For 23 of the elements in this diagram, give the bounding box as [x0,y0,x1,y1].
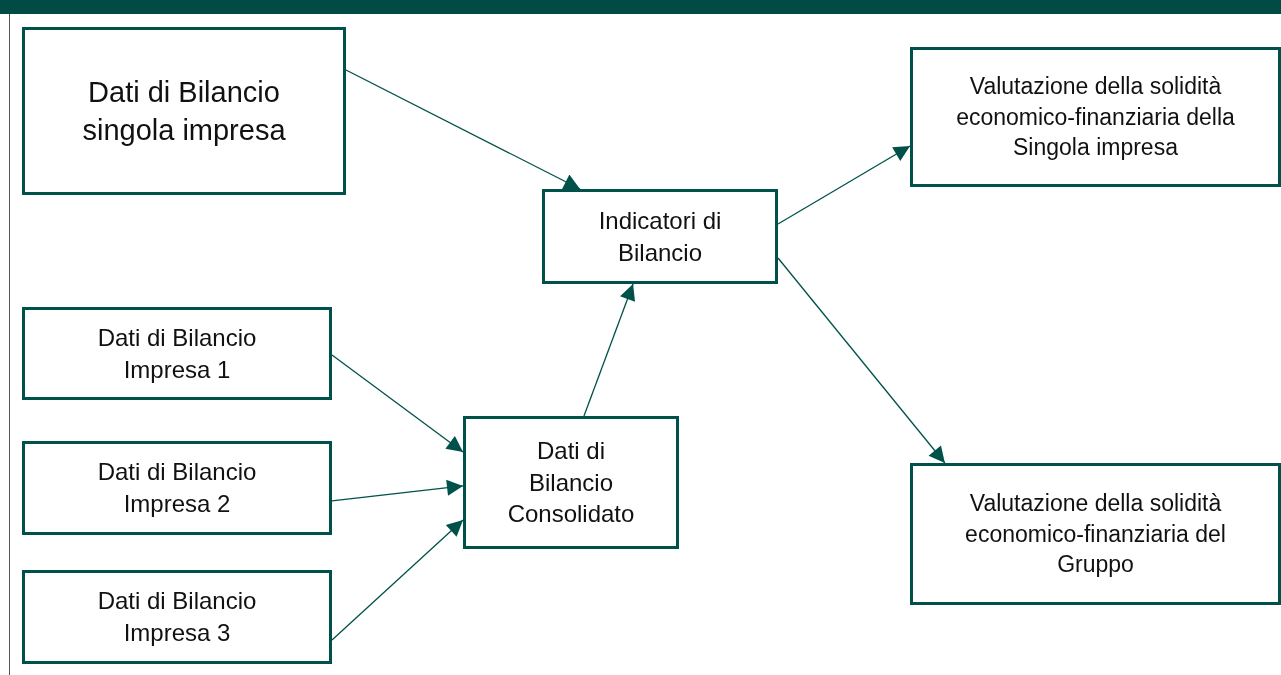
arrow [331,479,464,502]
box-label: Dati di Bilancio Impresa 3 [96,586,258,648]
process-box [22,441,332,535]
process-box [910,47,1281,187]
arrow [777,257,946,464]
box-label: Indicatori di Bilancio [597,205,723,268]
process-box [910,463,1281,605]
arrow [583,283,635,417]
box-label: Dati di Bilancio Consolidato [506,436,636,530]
process-box [22,307,332,400]
arrow [331,354,464,453]
process-box [542,189,778,284]
box-label: Valutazione della solidità economico-finanziaria del Gruppo [964,489,1227,580]
process-box [22,27,346,195]
arrow [345,69,581,190]
box-label: Dati di Bilancio Impresa 2 [96,457,258,519]
box-label: Dati di Bilancio Impresa 1 [96,322,258,385]
arrow [331,519,464,641]
box-label: Valutazione della solidità economico-finanziaria della Singola impresa [955,72,1236,163]
process-box [463,416,679,549]
box-label: Dati di Bilancio singola impresa [81,74,287,148]
arrow [777,145,911,225]
process-box [22,570,332,664]
